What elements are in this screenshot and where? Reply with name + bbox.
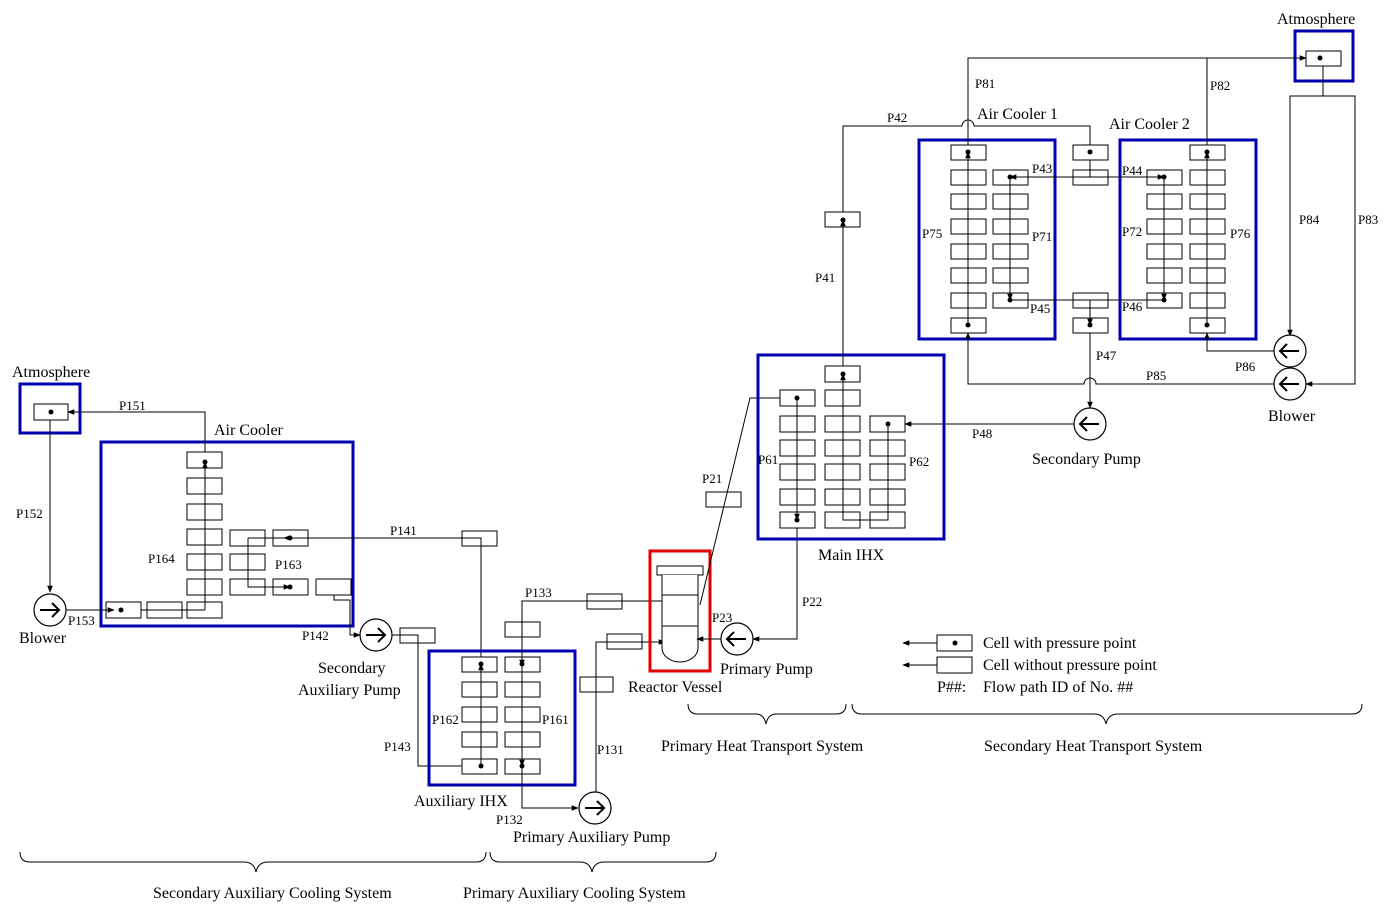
reactor-vessel-box <box>648 549 712 673</box>
legend-flow-path-key: P##: <box>937 679 966 696</box>
air-cooler-2-label: Air Cooler 2 <box>1109 116 1190 133</box>
p164-label: P164 <box>148 551 175 566</box>
secondary-air-loop: Atmosphere P81 P82 P84 P83 Blower P86 P8… <box>965 11 1378 425</box>
air-cooler-column-cells <box>105 451 352 619</box>
p133-label: P133 <box>525 585 552 600</box>
p72-label: P72 <box>1122 224 1142 239</box>
legend-with-pressure: Cell with pressure point <box>983 635 1137 652</box>
secondary-aux-pump-label-2: Auxiliary Pump <box>298 682 401 699</box>
p22-label: P22 <box>802 594 822 609</box>
p153-label: P153 <box>68 613 95 628</box>
air-coolers-group: Air Cooler 1 Air Cooler 2 <box>917 106 1258 341</box>
p47-label: P47 <box>1096 348 1117 363</box>
p81-label: P81 <box>975 76 995 91</box>
auxiliary-ihx-label: Auxiliary IHX <box>414 793 508 810</box>
p143-label: P143 <box>384 739 411 754</box>
secondary-aux-pump-label-1: Secondary <box>318 660 386 677</box>
primary-aux-pump-label: Primary Auxiliary Pump <box>513 829 670 846</box>
p131-label: P131 <box>597 742 624 757</box>
legend: Cell with pressure point Cell without pr… <box>902 634 1157 696</box>
system-braces: Secondary Auxiliary Cooling System Prima… <box>19 703 1363 902</box>
p132-label: P132 <box>496 812 523 827</box>
main-ihx-label: Main IHX <box>818 547 885 564</box>
p151-label: P151 <box>119 398 146 413</box>
p21-label: P21 <box>702 471 722 486</box>
auxiliary-ihx-group: P162 P161 Auxiliary IHX P133 P132 Primar… <box>414 585 670 846</box>
p82-label: P82 <box>1210 78 1230 93</box>
p142-label: P142 <box>302 628 329 643</box>
legend-flow-path-desc: Flow path ID of No. ## <box>983 679 1133 696</box>
secondary-auxiliary-cooling-group: Atmosphere Air Cooler <box>12 364 498 769</box>
p83-label: P83 <box>1358 212 1378 227</box>
atmosphere-left-label: Atmosphere <box>12 364 90 381</box>
legend-without-pressure: Cell without pressure point <box>983 657 1157 674</box>
p85-label: P85 <box>1146 368 1166 383</box>
primary-heat-transport-label: Primary Heat Transport System <box>661 738 864 755</box>
p42-label: P42 <box>887 110 907 125</box>
p61-label: P61 <box>758 452 778 467</box>
p23-label: P23 <box>712 610 732 625</box>
atmosphere-right-label: Atmosphere <box>1277 11 1355 28</box>
p44-label: P44 <box>1122 163 1143 178</box>
main-ihx-group: P61 P62 Main IHX <box>756 353 946 564</box>
p75-label: P75 <box>922 226 942 241</box>
p162-label: P162 <box>432 712 459 727</box>
secondary-heat-transport-label: Secondary Heat Transport System <box>984 738 1203 755</box>
p62-label: P62 <box>909 454 929 469</box>
p163-label: P163 <box>275 557 302 572</box>
reactor-vessel-label: Reactor Vessel <box>628 679 723 696</box>
p41-label: P41 <box>815 270 835 285</box>
p86-label: P86 <box>1235 359 1256 374</box>
main-ihx-box <box>756 353 946 541</box>
primary-aux-cooling-label: Primary Auxiliary Cooling System <box>463 885 686 902</box>
p84-label: P84 <box>1299 212 1320 227</box>
p71-label: P71 <box>1032 229 1052 244</box>
p152-label: P152 <box>16 506 43 521</box>
p45-label: P45 <box>1030 301 1050 316</box>
air-cooler-label: Air Cooler <box>214 422 284 439</box>
primary-pump-label: Primary Pump <box>720 661 813 678</box>
auxiliary-ihx-box <box>427 649 577 787</box>
blower-right-label: Blower <box>1268 408 1316 425</box>
blower-left-label: Blower <box>19 630 67 647</box>
atmosphere-right-box <box>1293 29 1355 83</box>
air-cooler-1-label: Air Cooler 1 <box>977 106 1058 123</box>
air-cooler-2-box <box>1118 138 1258 341</box>
reactor-vessel-group: Reactor Vessel <box>628 549 723 696</box>
secondary-pump-label: Secondary Pump <box>1032 451 1141 468</box>
air-cooler-1-box <box>917 138 1057 341</box>
p48-label: P48 <box>972 426 992 441</box>
p46-label: P46 <box>1122 299 1143 314</box>
p76-label: P76 <box>1230 226 1251 241</box>
p43-label: P43 <box>1032 161 1052 176</box>
p161-label: P161 <box>542 712 569 727</box>
p141-label: P141 <box>390 523 417 538</box>
secondary-aux-cooling-label: Secondary Auxiliary Cooling System <box>153 885 392 902</box>
air-cooler-box <box>99 440 355 628</box>
